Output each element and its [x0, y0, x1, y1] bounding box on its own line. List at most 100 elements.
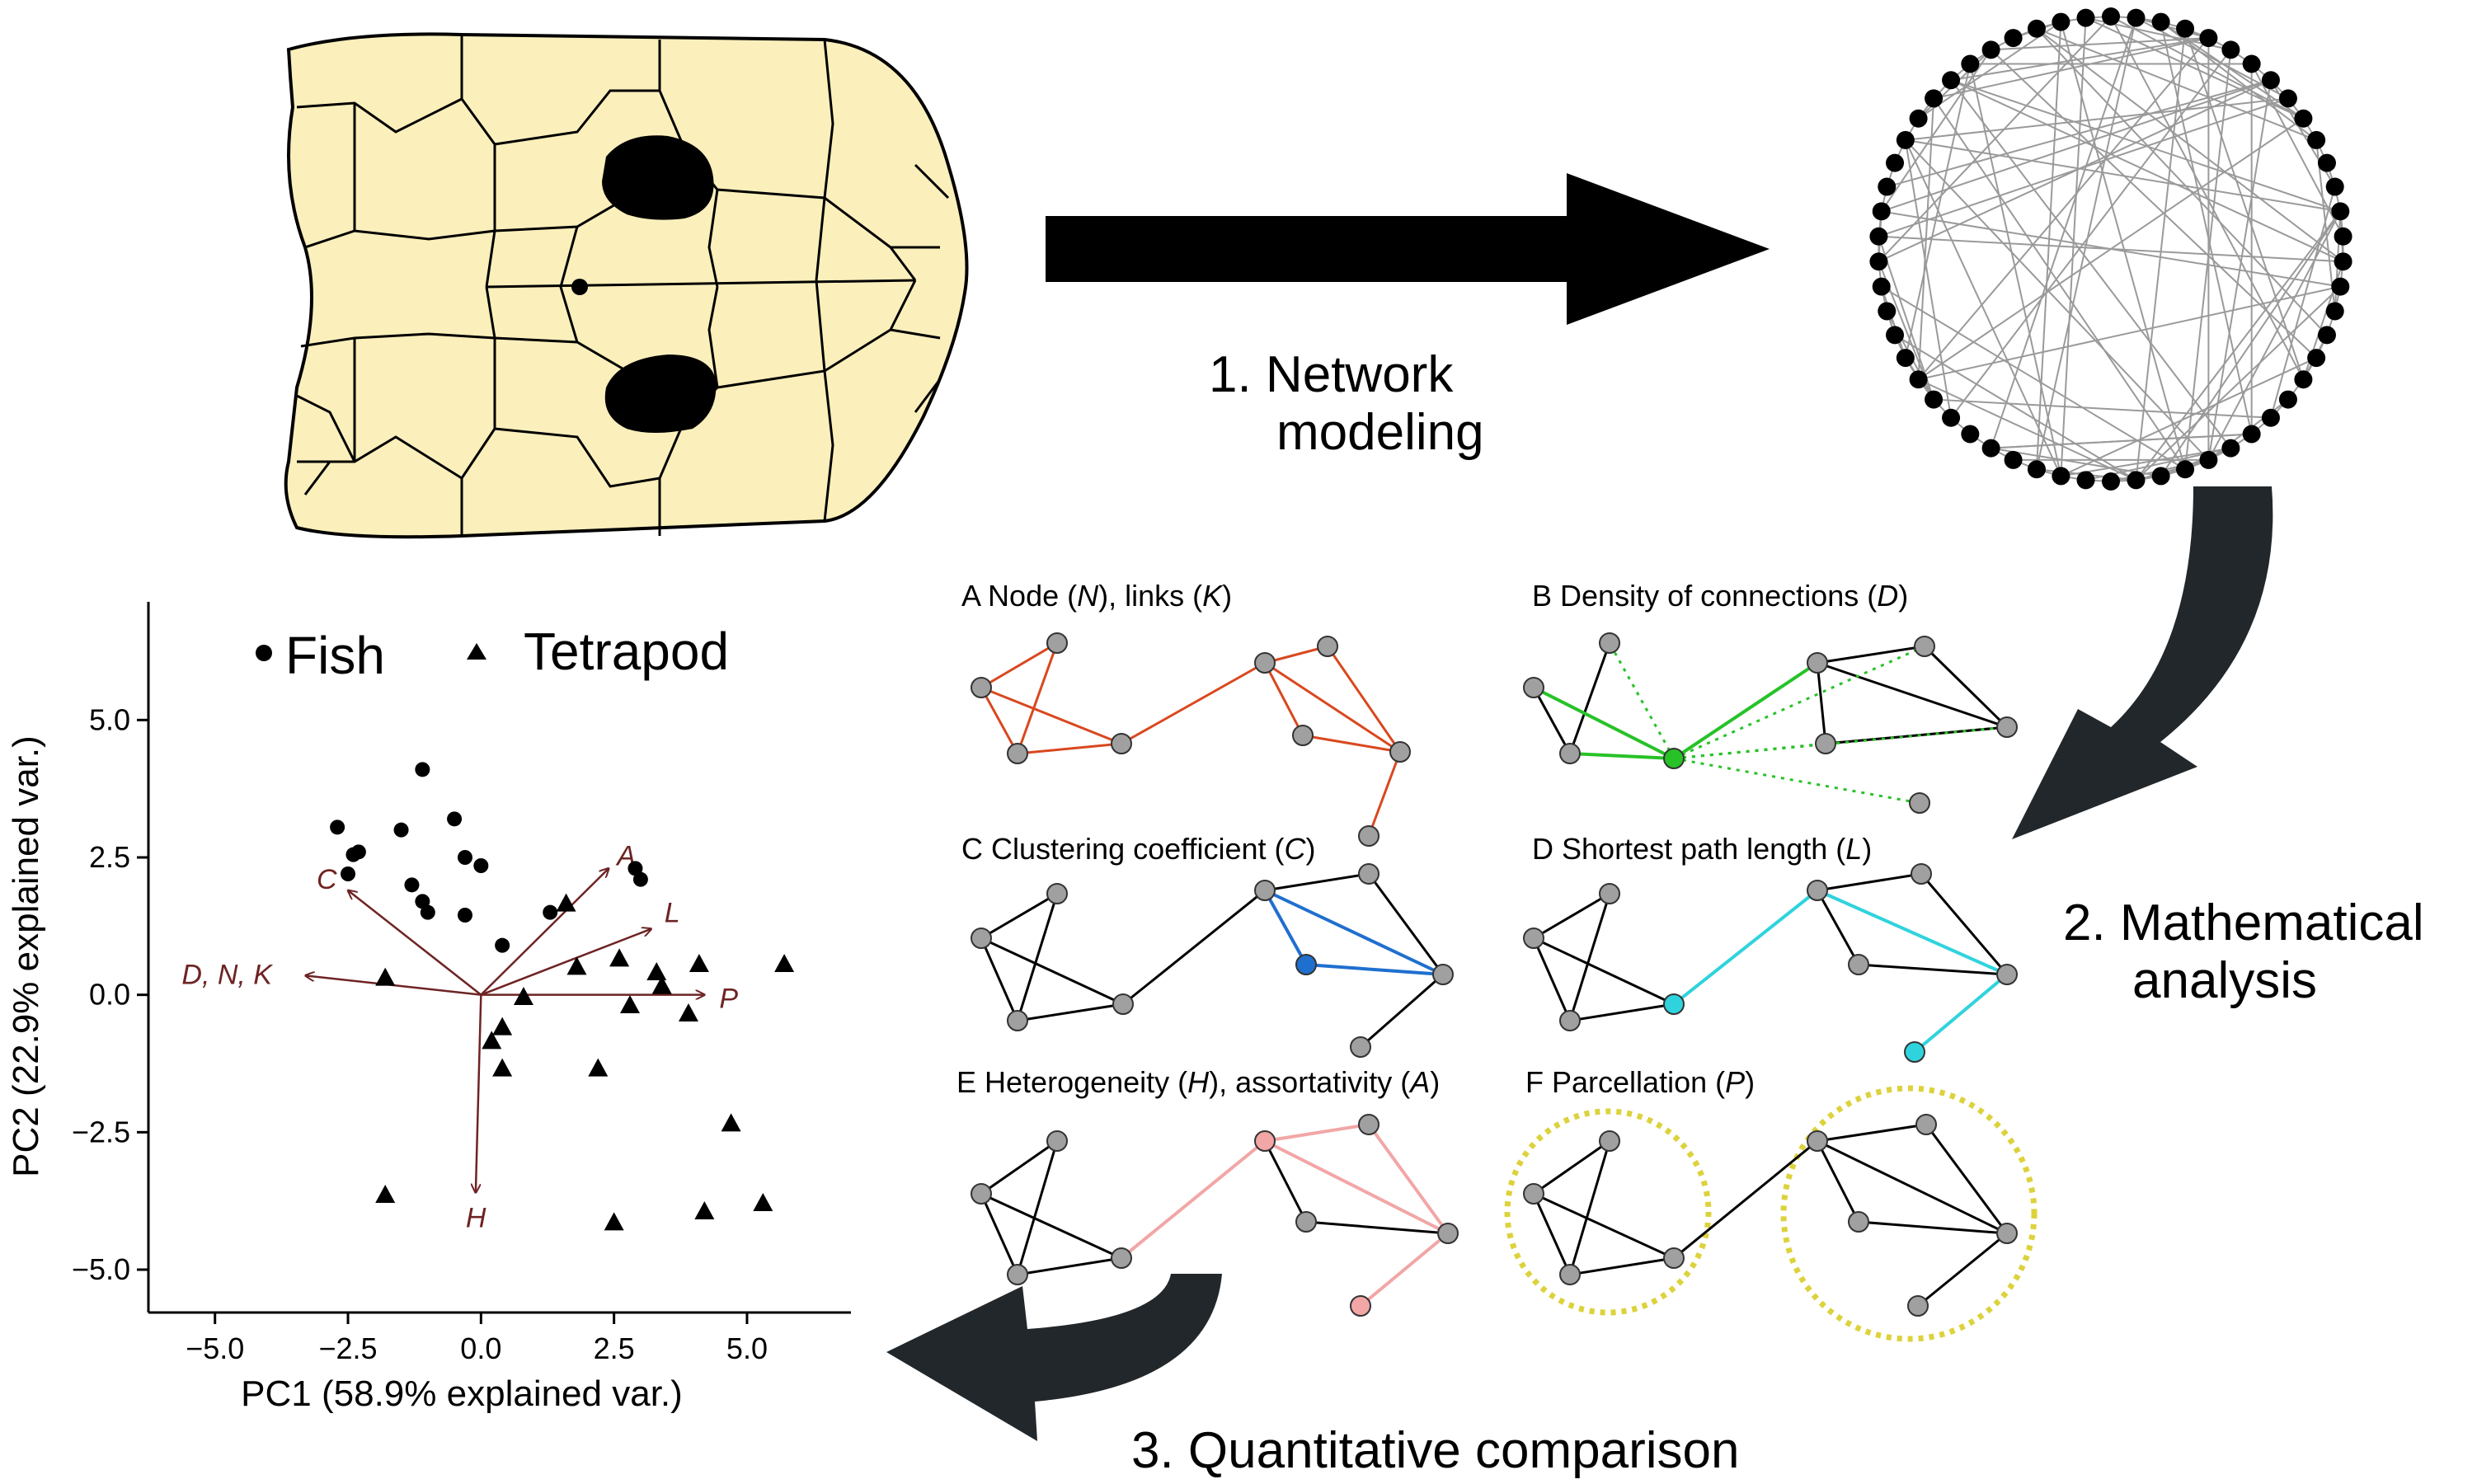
network-node — [2052, 12, 2070, 31]
tetrapod-point — [482, 1031, 502, 1050]
panel-nodes — [971, 632, 1411, 847]
panel-node — [1432, 964, 1454, 985]
network-node — [2334, 252, 2352, 271]
x-axis-label: PC1 (58.9% explained var.) — [241, 1374, 683, 1414]
network-node — [2127, 471, 2146, 490]
network-node — [1909, 109, 1928, 128]
network-edge — [2315, 139, 2336, 312]
panel-edge — [1532, 937, 1572, 1021]
network-edge — [1917, 98, 1935, 380]
panel-node — [1663, 748, 1685, 769]
tetrapod-point — [604, 1212, 624, 1231]
x-tick-label: −5.0 — [186, 1331, 244, 1365]
y-tick-label: 5.0 — [89, 702, 130, 736]
y-tick-label: 0.0 — [89, 978, 130, 1012]
network-edge — [2136, 16, 2209, 40]
panel-node — [1295, 1211, 1317, 1233]
panel-edges — [1532, 872, 2009, 1054]
network-node — [2307, 349, 2326, 368]
loading-vector-label: H — [466, 1203, 486, 1234]
panel-node — [1254, 652, 1276, 674]
network-edge — [2035, 17, 2137, 470]
network-node — [2102, 472, 2120, 491]
fish-point — [627, 861, 643, 876]
network-node — [1961, 54, 1980, 73]
panel-nodes — [1523, 1114, 2018, 1317]
network-edge — [1950, 49, 2232, 419]
network-edge — [1950, 79, 2232, 449]
network-edge — [2135, 210, 2342, 481]
panel-edge — [1017, 1003, 1124, 1022]
panel-f-network — [1504, 1085, 2038, 1342]
network-edge — [1894, 334, 2137, 481]
panel-e-title: E Heterogeneity (H), assortativity (A) — [956, 1065, 1440, 1099]
panel-node — [1559, 743, 1581, 764]
panel-node — [1663, 1247, 1685, 1269]
tetrapod-point — [588, 1058, 609, 1077]
panel-edge — [1264, 661, 1401, 754]
network-node — [2261, 71, 2280, 90]
left-orbit — [602, 135, 714, 220]
panel-d-network — [1523, 863, 2018, 1063]
network-edge — [1878, 236, 1935, 400]
network-edge — [1878, 235, 2343, 263]
panel-node — [1915, 1114, 1937, 1135]
panel-node — [1807, 652, 1828, 674]
network-node — [1878, 177, 1897, 196]
panel-edges — [980, 641, 1402, 837]
network-node — [2331, 277, 2350, 296]
network-node — [2176, 460, 2195, 479]
panel-edge — [1925, 1124, 2009, 1234]
panel-node — [1111, 1247, 1132, 1269]
fish-point — [632, 871, 648, 887]
network-edge — [1991, 37, 2209, 51]
network-edge — [2036, 27, 2344, 263]
clustering-edge — [1264, 889, 1444, 976]
panel-node — [1523, 677, 1544, 698]
panel-edge — [1673, 1139, 1818, 1260]
panel-a-network — [971, 632, 1411, 847]
network-nodes — [1869, 7, 2352, 491]
panel-edge — [980, 937, 1019, 1021]
network-node — [2261, 408, 2280, 427]
fish-point — [345, 847, 361, 862]
network-node — [2076, 471, 2095, 490]
network-edge — [1950, 79, 2341, 213]
panel-f-title: F Parcellation (P) — [1525, 1065, 1755, 1099]
panel-node — [1046, 883, 1068, 904]
network-node — [2307, 130, 2326, 149]
panel-edge — [1568, 893, 1611, 1021]
panel-node — [1292, 725, 1314, 746]
network-node — [2027, 460, 2046, 479]
network-edge — [2136, 16, 2289, 100]
panel-edge — [1568, 642, 1611, 754]
x-tick-label: 0.0 — [460, 1331, 501, 1365]
network-edge — [1904, 63, 1972, 359]
panel-node — [1358, 1114, 1380, 1135]
clustering-edge — [1305, 963, 1444, 976]
panel-node — [971, 1183, 992, 1205]
network-edge — [2135, 28, 2187, 481]
network-node — [2199, 29, 2218, 48]
loading-vector — [476, 994, 482, 1193]
tetrapod-point — [556, 893, 576, 912]
fish-point — [404, 877, 420, 893]
network-node — [2317, 326, 2336, 345]
panel-edge — [980, 1139, 1058, 1195]
panel-node — [1996, 1223, 2018, 1244]
network-node — [2325, 302, 2344, 321]
y-axis-label: PC2 (22.9% explained var.) — [6, 735, 46, 1177]
network-edge — [1878, 79, 2272, 263]
legend-tetrapod-marker — [467, 643, 486, 660]
panel-nodes — [1523, 863, 2018, 1063]
step1-label-line2: modeling — [1276, 404, 1484, 461]
network-node — [2027, 19, 2046, 38]
panel-c-title: C Clustering coefficient (C) — [961, 832, 1316, 866]
panel-node — [1295, 954, 1317, 975]
fish-point — [447, 811, 463, 827]
assortativity-edge — [1367, 1123, 1450, 1235]
panel-edge — [1817, 1139, 2008, 1235]
network-node — [2242, 54, 2261, 73]
panel-edge — [1816, 890, 1860, 965]
mathematical-analysis-arrow — [2012, 486, 2273, 839]
